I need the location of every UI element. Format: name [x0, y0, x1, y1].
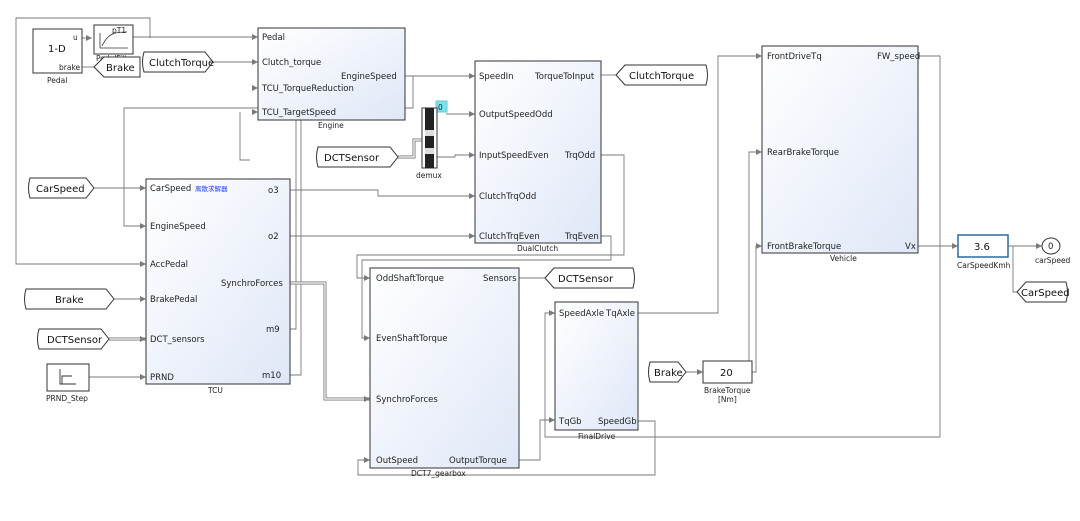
gearbox-block[interactable]: OddShaftTorque EvenShaftTorque SynchroFo…	[369, 267, 520, 478]
engine-in-target-speed: TCU_TargetSpeed	[261, 108, 336, 118]
dct-sensor-from-tag-top[interactable]: DCTSensor	[316, 146, 399, 168]
vehicle-block[interactable]: FrontDriveTq RearBrakeTorque FrontBrakeT…	[761, 45, 920, 263]
dual-clutch-in-clutch-trq-even: ClutchTrqEven	[479, 232, 540, 242]
engine-block[interactable]: Pedal Clutch_torque TCU_TorqueReduction …	[257, 27, 406, 130]
brake-torque-gain-block[interactable]: 20 BrakeTorque [Nm]	[702, 360, 753, 404]
tcu-in-prnd: PRND	[150, 373, 174, 383]
dual-clutch-in-output-speed-odd: OutputSpeedOdd	[479, 110, 553, 120]
pedal-filter-icon-text: pT1	[112, 26, 126, 35]
brake-tag-top-text: Brake	[106, 63, 135, 74]
outport-number: 0	[1048, 242, 1053, 252]
dct-sensor-from-tag-left[interactable]: DCTSensor	[37, 328, 110, 350]
final-drive-tq-axle: TqAxle	[605, 309, 635, 319]
engine-in-pedal: Pedal	[262, 33, 285, 43]
vehicle-out-fw-speed: FW_speed	[877, 52, 920, 62]
brake-gain-value: 20	[720, 368, 733, 379]
brake-from-tag-mid[interactable]: Brake	[24, 288, 115, 310]
dct-sensor-left-text: DCTSensor	[47, 335, 103, 346]
demux-label: demux	[416, 171, 442, 180]
brake-goto-tag-top[interactable]: Brake	[93, 56, 141, 78]
tcu-in-car-speed: CarSpeed	[150, 184, 191, 194]
vehicle-label: Vehicle	[830, 254, 857, 263]
dual-clutch-out-torque: TorqueToInput	[534, 72, 595, 82]
gearbox-out-sensors: Sensors	[483, 274, 517, 284]
pedal-port-brake: brake	[59, 63, 81, 72]
dual-clutch-in-clutch-trq-odd: ClutchTrqOdd	[479, 192, 536, 202]
car-speed-goto-tag[interactable]: CarSpeed	[1016, 281, 1070, 303]
engine-in-torque-reduction: TCU_TorqueReduction	[261, 84, 354, 94]
car-speed-from-text: CarSpeed	[36, 184, 85, 195]
final-drive-label: FinalDrive	[578, 432, 616, 441]
constant-value: 0	[438, 103, 443, 112]
clutch-torque-goto-text: ClutchTorque	[629, 71, 694, 82]
clutch-torque-goto-tag[interactable]: ClutchTorque	[615, 64, 708, 86]
dual-clutch-out-trq-even: TrqEven	[564, 232, 599, 242]
brake-gain-label-1: BrakeTorque	[704, 386, 751, 395]
kmh-gain-value: 3.6	[974, 242, 990, 253]
tcu-out-m9: m9	[266, 325, 280, 335]
engine-out-engine-speed: EngineSpeed	[341, 72, 397, 82]
gearbox-in-odd-shaft: OddShaftTorque	[376, 274, 444, 284]
brake-gain-label-2: [Nm]	[718, 395, 737, 404]
dual-clutch-label: DualClutch	[517, 244, 558, 253]
tcu-block[interactable]: CarSpeed 离散求解器 EngineSpeed AccPedal Brak…	[145, 178, 291, 395]
tcu-out-m10: m10	[262, 371, 281, 381]
engine-label: Engine	[318, 121, 344, 130]
vehicle-in-rear-brake-torque: RearBrakeTorque	[767, 148, 839, 158]
prnd-step-label: PRND_Step	[46, 394, 88, 403]
final-drive-tq-gb: TqGb	[558, 417, 582, 427]
tcu-in-brake-pedal: BrakePedal	[150, 295, 197, 305]
gearbox-out-output-torque: OutputTorque	[449, 456, 507, 466]
vehicle-out-vx: Vx	[905, 242, 916, 252]
demux-block[interactable]: demux	[416, 107, 442, 180]
dct-sensor-goto-text: DCTSensor	[558, 274, 614, 285]
dct-sensor-top-text: DCTSensor	[324, 153, 380, 164]
gearbox-in-out-speed: OutSpeed	[376, 456, 418, 466]
dual-clutch-block[interactable]: SpeedIn OutputSpeedOdd InputSpeedEven Cl…	[474, 60, 602, 253]
tcu-note: 离散求解器	[195, 184, 228, 193]
tcu-label: TCU	[207, 386, 223, 395]
final-drive-block[interactable]: SpeedAxle TqAxle TqGb SpeedGb FinalDrive	[554, 301, 639, 441]
tcu-in-dct-sensors: DCT_sensors	[150, 335, 205, 345]
brake-from-tag-right[interactable]: Brake	[648, 361, 687, 383]
gearbox-in-even-shaft: EvenShaftTorque	[376, 334, 448, 344]
tcu-out-o2: o2	[268, 232, 279, 242]
gearbox-label: DCT7_gearbox	[411, 469, 466, 478]
clutch-torque-from-text: ClutchTorque	[149, 58, 214, 69]
dual-clutch-out-trq-odd: TrqOdd	[564, 151, 595, 161]
prnd-step-block[interactable]: PRND_Step	[46, 363, 90, 403]
bus-lines	[109, 138, 422, 401]
final-drive-speed-gb: SpeedGb	[598, 417, 637, 427]
dual-clutch-in-speed: SpeedIn	[479, 72, 514, 82]
pedal-label: Pedal	[47, 76, 67, 85]
outport-label: carSpeed	[1035, 256, 1071, 265]
clutch-torque-from-tag[interactable]: ClutchTorque	[142, 51, 215, 73]
brake-tag-mid-text: Brake	[55, 295, 84, 306]
dual-clutch-in-input-speed-even: InputSpeedEven	[479, 151, 549, 161]
final-drive-speed-axle: SpeedAxle	[559, 309, 604, 319]
vehicle-in-front-drive-tq: FrontDriveTq	[767, 52, 822, 62]
engine-in-clutch-torque: Clutch_torque	[262, 58, 321, 68]
pedal-table-text: 1-D	[48, 44, 66, 55]
tcu-out-synchro-forces: SynchroForces	[221, 279, 283, 289]
wire-arrowheads	[86, 34, 1042, 463]
car-speed-goto-text: CarSpeed	[1021, 288, 1070, 299]
gearbox-in-synchro-forces: SynchroForces	[376, 395, 438, 405]
kmh-gain-label: CarSpeedKmh	[957, 261, 1011, 270]
tcu-out-o3: o3	[268, 186, 279, 196]
car-speed-from-tag[interactable]: CarSpeed	[28, 177, 95, 199]
dct-sensor-goto-tag[interactable]: DCTSensor	[544, 267, 635, 289]
pedal-lookup-block[interactable]: 1-D u brake Pedal	[32, 28, 83, 85]
brake-tag-right-text: Brake	[654, 368, 683, 379]
car-speed-outport[interactable]: 0 carSpeed	[1035, 237, 1071, 265]
tcu-in-acc-pedal: AccPedal	[150, 260, 188, 270]
constant-block[interactable]: 0	[435, 100, 448, 113]
tcu-in-engine-speed: EngineSpeed	[150, 222, 206, 232]
vehicle-in-front-brake-torque: FrontBrakeTorque	[767, 242, 841, 252]
car-speed-kmh-gain-block[interactable]: 3.6 CarSpeedKmh	[957, 234, 1011, 270]
pedal-port-u: u	[73, 33, 78, 42]
